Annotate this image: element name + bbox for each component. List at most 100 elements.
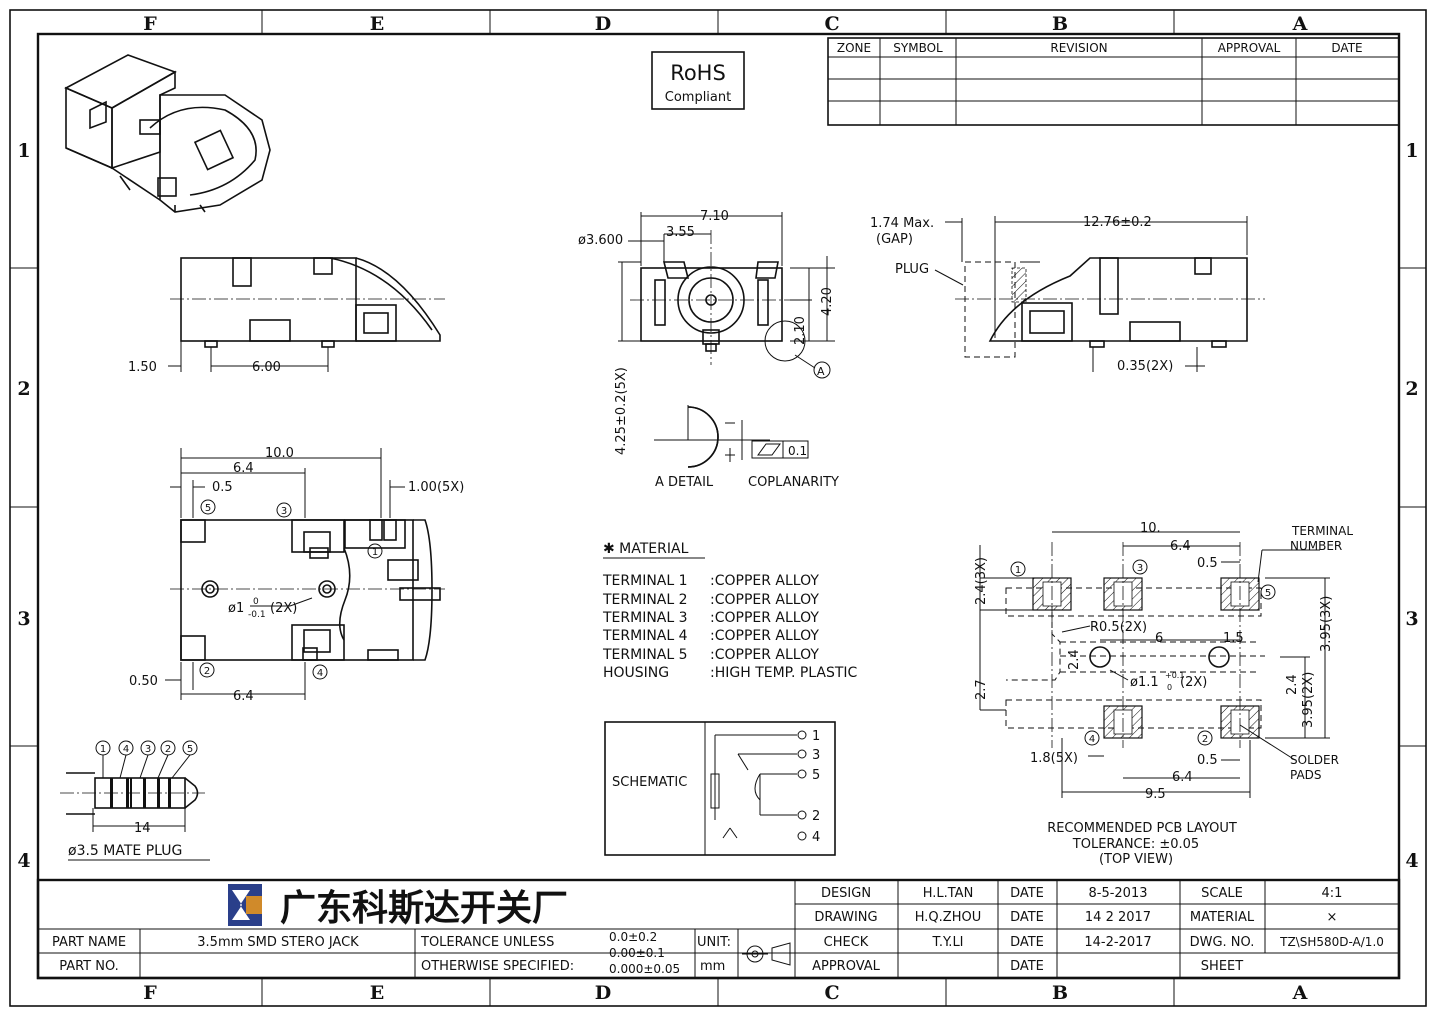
approval-date-label: DATE (1010, 959, 1044, 974)
dim-10-0: 10.0 (265, 446, 294, 461)
pcb-dim-1-8: 1.8(5X) (1030, 751, 1078, 766)
row-label-left-4: 4 (17, 850, 30, 872)
pcb-dim-6-4: 6.4 (1170, 539, 1191, 554)
col-label-top-b: B (1052, 13, 1068, 35)
plug-ring-1: 1 (100, 744, 106, 755)
design-date-label: DATE (1010, 886, 1044, 901)
rohs-compliant-logo: RoHS Compliant (651, 51, 745, 110)
col-label-bottom-e: E (370, 982, 384, 1004)
rev-header-revision: REVISION (1050, 41, 1107, 55)
material-row-1-name: TERMINAL 1 (602, 573, 688, 589)
rev-header-zone: ZONE (837, 41, 871, 55)
dim-6-4-bottom: 6.4 (233, 689, 254, 704)
dim-12-76: 12.76±0.2 (1083, 215, 1152, 230)
dim-hole-sub: -0.1 (248, 610, 266, 620)
mate-plug: 1 4 3 2 5 14 ø3.5 MATE PLUG (60, 740, 210, 861)
pcb-terminal-4: 4 (1089, 734, 1095, 745)
dim-1-00-5x: 1.00(5X) (408, 480, 464, 495)
part-no-label: PART NO. (59, 959, 119, 974)
material-row-5-value: :COPPER ALLOY (710, 647, 819, 663)
dim-0-50: 0.50 (129, 674, 158, 689)
pcb-dim-2-4: 2.4 (1067, 649, 1082, 670)
material-row-4-name: TERMINAL 4 (602, 628, 688, 644)
material-row-6-name: HOUSING (603, 665, 669, 681)
revision-table: ZONE SYMBOL REVISION APPROVAL DATE (827, 37, 1400, 126)
pcb-dim-2-7: 2.7 (974, 679, 989, 700)
material-list: ✱ MATERIAL TERMINAL 1 :COPPER ALLOY TERM… (602, 541, 858, 681)
col-label-bottom-f: F (143, 982, 157, 1004)
tolerance-value-2: 0.00±0.1 (609, 946, 665, 960)
row-label-left-2: 2 (17, 378, 30, 400)
pcb-caption-3: (TOP VIEW) (1099, 852, 1173, 867)
schematic-pin-4: 4 (812, 830, 820, 845)
material-row-6-value: :HIGH TEMP. PLASTIC (710, 665, 858, 681)
drawing-date: 14 2 2017 (1085, 910, 1151, 925)
col-label-top-c: C (824, 13, 839, 35)
material-row-2-name: TERMINAL 2 (602, 592, 688, 608)
pcb-dim-2-4-b: 2.4 (1285, 674, 1300, 695)
row-label-left-1: 1 (17, 140, 30, 162)
plug-ring-4: 4 (123, 744, 129, 755)
row-label-left-3: 3 (17, 608, 30, 630)
dim-hole-sup: 0 (253, 597, 259, 607)
dwg-no-label: DWG. NO. (1190, 935, 1255, 950)
terminal-callout-1: 1 (372, 547, 378, 558)
pcb-solder-1: SOLDER (1290, 753, 1339, 767)
material-row-3-name: TERMINAL 3 (602, 610, 688, 626)
pcb-dim-hole: ø1.1 (1130, 675, 1159, 690)
pcb-dim-9-5: 9.5 (1145, 787, 1166, 802)
material-row-3-value: :COPPER ALLOY (710, 610, 819, 626)
detail-a-label: A DETAIL (655, 475, 714, 490)
material-row-4-value: :COPPER ALLOY (710, 628, 819, 644)
dim-0-35: 0.35(2X) (1117, 359, 1173, 374)
part-name-label: PART NAME (52, 935, 126, 950)
rohs-subtitle: Compliant (665, 90, 731, 105)
top-view: 5 3 1 2 4 10.0 6.4 0.5 1.00(5X) ø1 0 -0.… (129, 446, 464, 704)
material-label: MATERIAL (1190, 910, 1255, 925)
pcb-terminal-label-2: NUMBER (1290, 539, 1342, 553)
terminal-callout-4: 4 (317, 668, 323, 679)
dim-0-5-top: 0.5 (212, 480, 233, 495)
dim-6-4-top: 6.4 (233, 461, 254, 476)
schematic-pin-3: 3 (812, 748, 820, 763)
company-name: 广东科斯达开关厂 (280, 888, 568, 929)
tolerance-value-1: 0.0±0.2 (609, 930, 657, 944)
material-title: ✱ MATERIAL (603, 541, 689, 557)
material-value: × (1327, 910, 1338, 925)
unit-value: mm (700, 959, 725, 974)
dim-3-55: 3.55 (666, 225, 695, 240)
row-label-right-3: 3 (1405, 608, 1418, 630)
dim-hole-main: ø1 (228, 601, 244, 616)
row-label-right-4: 4 (1405, 850, 1418, 872)
pcb-dim-2-4-3x: 2.4(3X) (974, 557, 989, 605)
dim-4-20: 4.20 (820, 287, 835, 316)
approval-label: APPROVAL (812, 959, 881, 974)
plug-label: ø3.5 MATE PLUG (68, 843, 182, 859)
design-date: 8-5-2013 (1088, 886, 1147, 901)
plug-label: PLUG (895, 262, 929, 277)
pcb-solder-2: PADS (1290, 768, 1322, 782)
schematic-label: SCHEMATIC (612, 775, 687, 790)
datum-a: A (817, 365, 825, 378)
row-label-right-2: 2 (1405, 378, 1418, 400)
title-block: 广东科斯达开关厂 DESIGN H.L.TAN DATE 8-5-2013 SC… (36, 878, 1401, 980)
unit-label: UNIT: (697, 935, 731, 950)
plug-ring-5: 5 (187, 744, 193, 755)
gap-line-2: (GAP) (876, 232, 913, 247)
dim-6-00: 6.00 (252, 360, 281, 375)
plug-dim-14: 14 (134, 821, 151, 836)
tolerance-value-3: 0.000±0.05 (609, 962, 680, 976)
isometric-view (64, 54, 271, 213)
terminal-callout-3: 3 (281, 506, 287, 517)
detail-a: 0.1 A DETAIL COPLANARITY (654, 405, 839, 490)
material-row-2-value: :COPPER ALLOY (710, 592, 819, 608)
pcb-dim-1-5: 1.5 (1223, 631, 1244, 646)
pcb-dim-6-4-b: 6.4 (1172, 770, 1193, 785)
dwg-no-value: TZ\SH580D-A/1.0 (1279, 935, 1384, 949)
schematic-pin-2: 2 (812, 809, 820, 824)
drawing-border: F E D C B A F E D C B A 1 2 3 4 1 2 3 4 (9, 9, 1427, 1007)
tolerance-label-2: OTHERWISE SPECIFIED: (421, 959, 574, 974)
pcb-dim-10: 10. (1140, 521, 1161, 536)
dim-4-25: 4.25±0.2(5X) (614, 367, 629, 455)
